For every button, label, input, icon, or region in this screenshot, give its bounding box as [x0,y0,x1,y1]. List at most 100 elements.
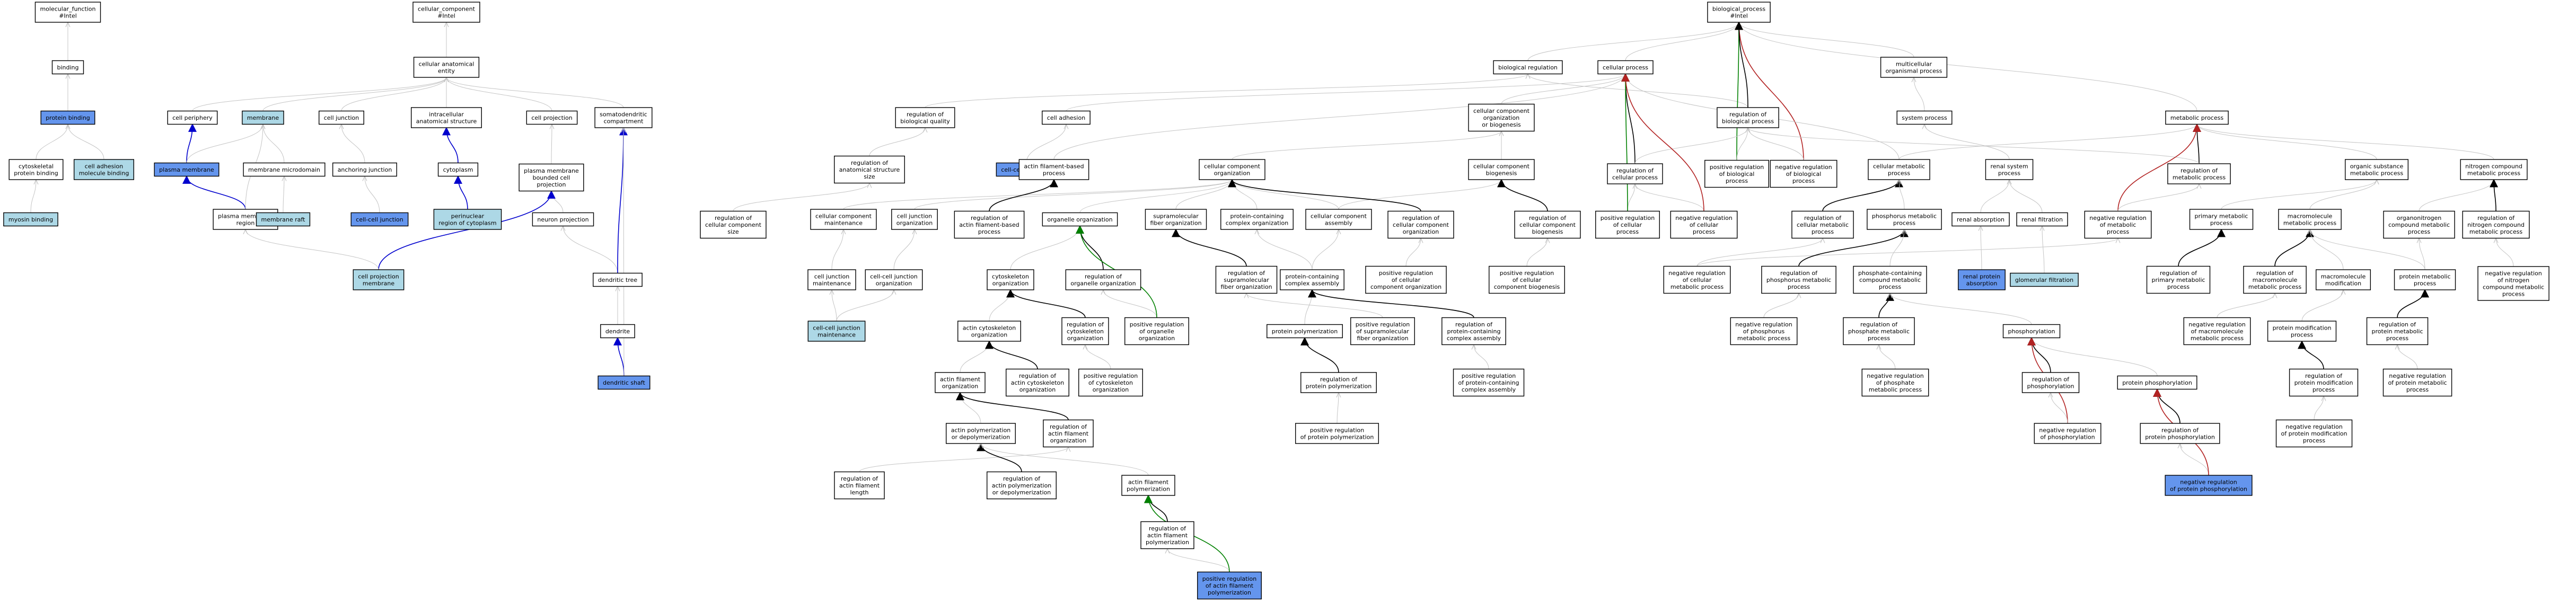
go-term-node[interactable]: membrane microdomain [243,162,326,177]
go-term-node[interactable]: cell-cell junction [350,212,409,227]
go-term-node[interactable]: biological regulation [1493,60,1563,75]
go-term-node[interactable]: protein binding [40,110,95,125]
go-term-node[interactable]: renal absorption [1951,212,2010,227]
go-term-node[interactable]: dendritic tree [593,272,643,287]
go-term-node[interactable]: organelle organization [1042,212,1118,227]
go-term-node[interactable]: cellular_component#Intel [412,2,480,23]
go-term-node[interactable]: biological_process#Intel [1707,2,1771,23]
go-term-node[interactable]: membrane [242,110,284,125]
go-term-node[interactable]: myosin binding [3,212,58,227]
go-term-node[interactable]: cell projection [526,110,578,125]
go-term-node[interactable]: cell junction [319,110,364,125]
go-term-node[interactable]: cell periphery [167,110,218,125]
go-term-node[interactable]: cell adhesion [1042,110,1091,125]
go-term-node[interactable]: dendritic shaft [597,375,650,390]
go-term-node[interactable]: cellular process [1597,60,1654,75]
go-term-node[interactable]: neuron projection [532,212,594,227]
go-term-node[interactable]: anchoring junction [332,162,398,177]
go-term-node[interactable]: phosphorylation [2002,324,2061,339]
go-term-node[interactable]: protein phosphorylation [2117,375,2197,390]
go-term-node[interactable]: binding [51,60,84,75]
go-term-node[interactable]: system process [1896,110,1953,125]
go-term-node[interactable]: plasma membrane [154,162,219,177]
go-term-node[interactable]: dendrite [600,324,635,339]
go-term-node[interactable]: glomerular filtration [2010,272,2079,287]
go-term-node[interactable]: metabolic process [2165,110,2229,125]
